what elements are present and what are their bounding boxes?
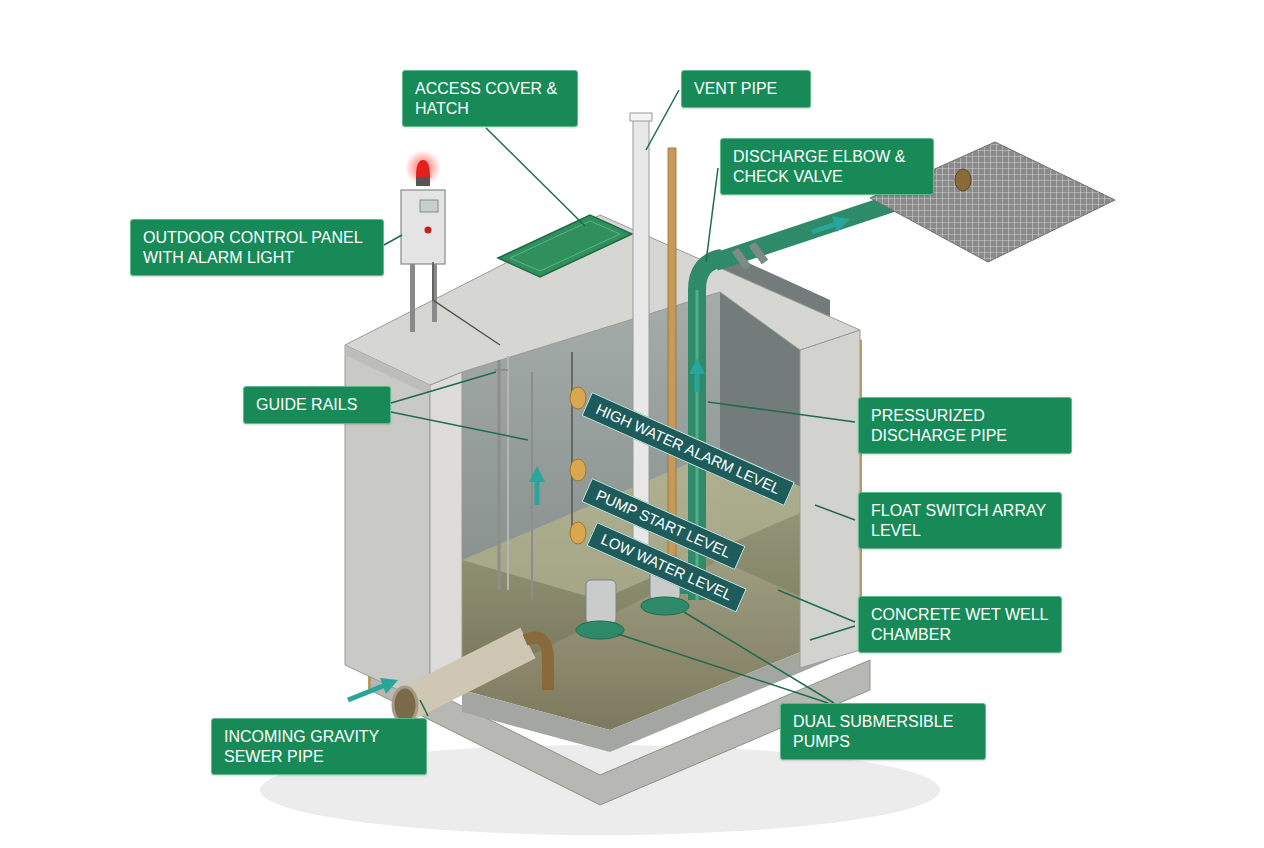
callout-label: CONCRETE WET WELL CHAMBER	[871, 605, 1049, 644]
flow-arrow	[535, 480, 540, 505]
leader-line	[684, 612, 834, 703]
inlet-pipe	[393, 638, 548, 724]
callout-box: FLOAT SWITCH ARRAY LEVEL	[858, 492, 1062, 549]
hatch-frame	[510, 221, 620, 271]
leader-line	[815, 505, 855, 520]
float	[570, 387, 586, 409]
arrow-head	[689, 358, 705, 374]
flow-arrows	[348, 216, 850, 700]
callout-label: ACCESS COVER & HATCH	[415, 79, 565, 118]
callout-label: VENT PIPE	[694, 79, 798, 99]
alarm-glow	[405, 150, 441, 186]
callout-box: INCOMING GRAVITY SEWER PIPE	[211, 718, 427, 775]
guide-rails	[494, 356, 532, 600]
pump-body	[586, 580, 616, 624]
panel-leg	[410, 262, 415, 332]
callout-label: OUTDOOR CONTROL PANEL WITH ALARM LIGHT	[143, 228, 371, 267]
callout-box: DISCHARGE ELBOW & CHECK VALVE	[720, 138, 934, 195]
panel-button	[425, 227, 432, 234]
access-hatch	[498, 215, 632, 277]
callout-box: VENT PIPE	[681, 70, 811, 108]
callout-box: DUAL SUBMERSIBLE PUMPS	[780, 703, 986, 760]
leader-line	[391, 412, 528, 440]
hatch-cover	[498, 215, 632, 277]
float	[570, 459, 586, 481]
rail	[507, 356, 509, 590]
callout-box: GUIDE RAILS	[243, 386, 391, 424]
arrow-head	[832, 216, 850, 232]
rail	[531, 372, 533, 600]
flow-arrow	[695, 372, 700, 392]
pump-base	[576, 621, 624, 639]
control-panel	[401, 150, 500, 345]
float-cable	[571, 352, 573, 540]
callout-label: GUIDE RAILS	[256, 395, 378, 415]
conduit-pipe	[668, 148, 676, 558]
leader-line	[486, 128, 585, 226]
rail	[498, 360, 501, 590]
panel-box	[401, 190, 445, 264]
leader-line	[384, 235, 402, 245]
callout-label: DUAL SUBMERSIBLE PUMPS	[793, 712, 973, 751]
arrow-head	[380, 678, 398, 694]
callout-label: PRESSURIZED DISCHARGE PIPE	[871, 406, 1059, 445]
pump-base	[641, 597, 689, 615]
pipe-outlet	[955, 169, 971, 191]
sewer-pipe	[405, 643, 528, 705]
flow-arrow	[348, 684, 388, 700]
float	[570, 522, 586, 544]
level-label: HIGH WATER ALARM LEVEL	[593, 400, 783, 498]
callout-box: PRESSURIZED DISCHARGE PIPE	[858, 397, 1072, 454]
vent-cap	[630, 113, 652, 121]
leader-line	[708, 402, 855, 422]
leader-line	[420, 700, 428, 716]
callout-box: CONCRETE WET WELL CHAMBER	[858, 596, 1062, 653]
alarm-base	[416, 176, 430, 186]
float-switches	[570, 352, 586, 544]
callout-label: FLOAT SWITCH ARRAY LEVEL	[871, 501, 1049, 540]
rail-bracket	[494, 369, 508, 371]
check-valve-flange	[735, 250, 748, 268]
callout-box: ACCESS COVER & HATCH	[402, 70, 578, 127]
alarm-light	[416, 160, 430, 177]
right-wall-cut	[800, 330, 860, 668]
leader-line	[706, 168, 718, 262]
leader-line	[778, 590, 855, 622]
callout-label: INCOMING GRAVITY SEWER PIPE	[224, 727, 414, 766]
leader-line	[810, 626, 855, 640]
leader-line	[618, 634, 828, 703]
leader-line	[391, 372, 496, 403]
inflow-stream	[525, 638, 548, 691]
leader-line	[646, 90, 679, 150]
check-valve-flange	[752, 244, 765, 262]
panel-display	[420, 200, 438, 212]
arrow-head	[529, 466, 545, 482]
callout-label: DISCHARGE ELBOW & CHECK VALVE	[733, 147, 921, 186]
flow-arrow	[812, 224, 836, 232]
left-wall-cut	[430, 372, 462, 705]
panel-cable	[433, 262, 500, 345]
callout-box: OUTDOOR CONTROL PANEL WITH ALARM LIGHT	[130, 219, 384, 276]
